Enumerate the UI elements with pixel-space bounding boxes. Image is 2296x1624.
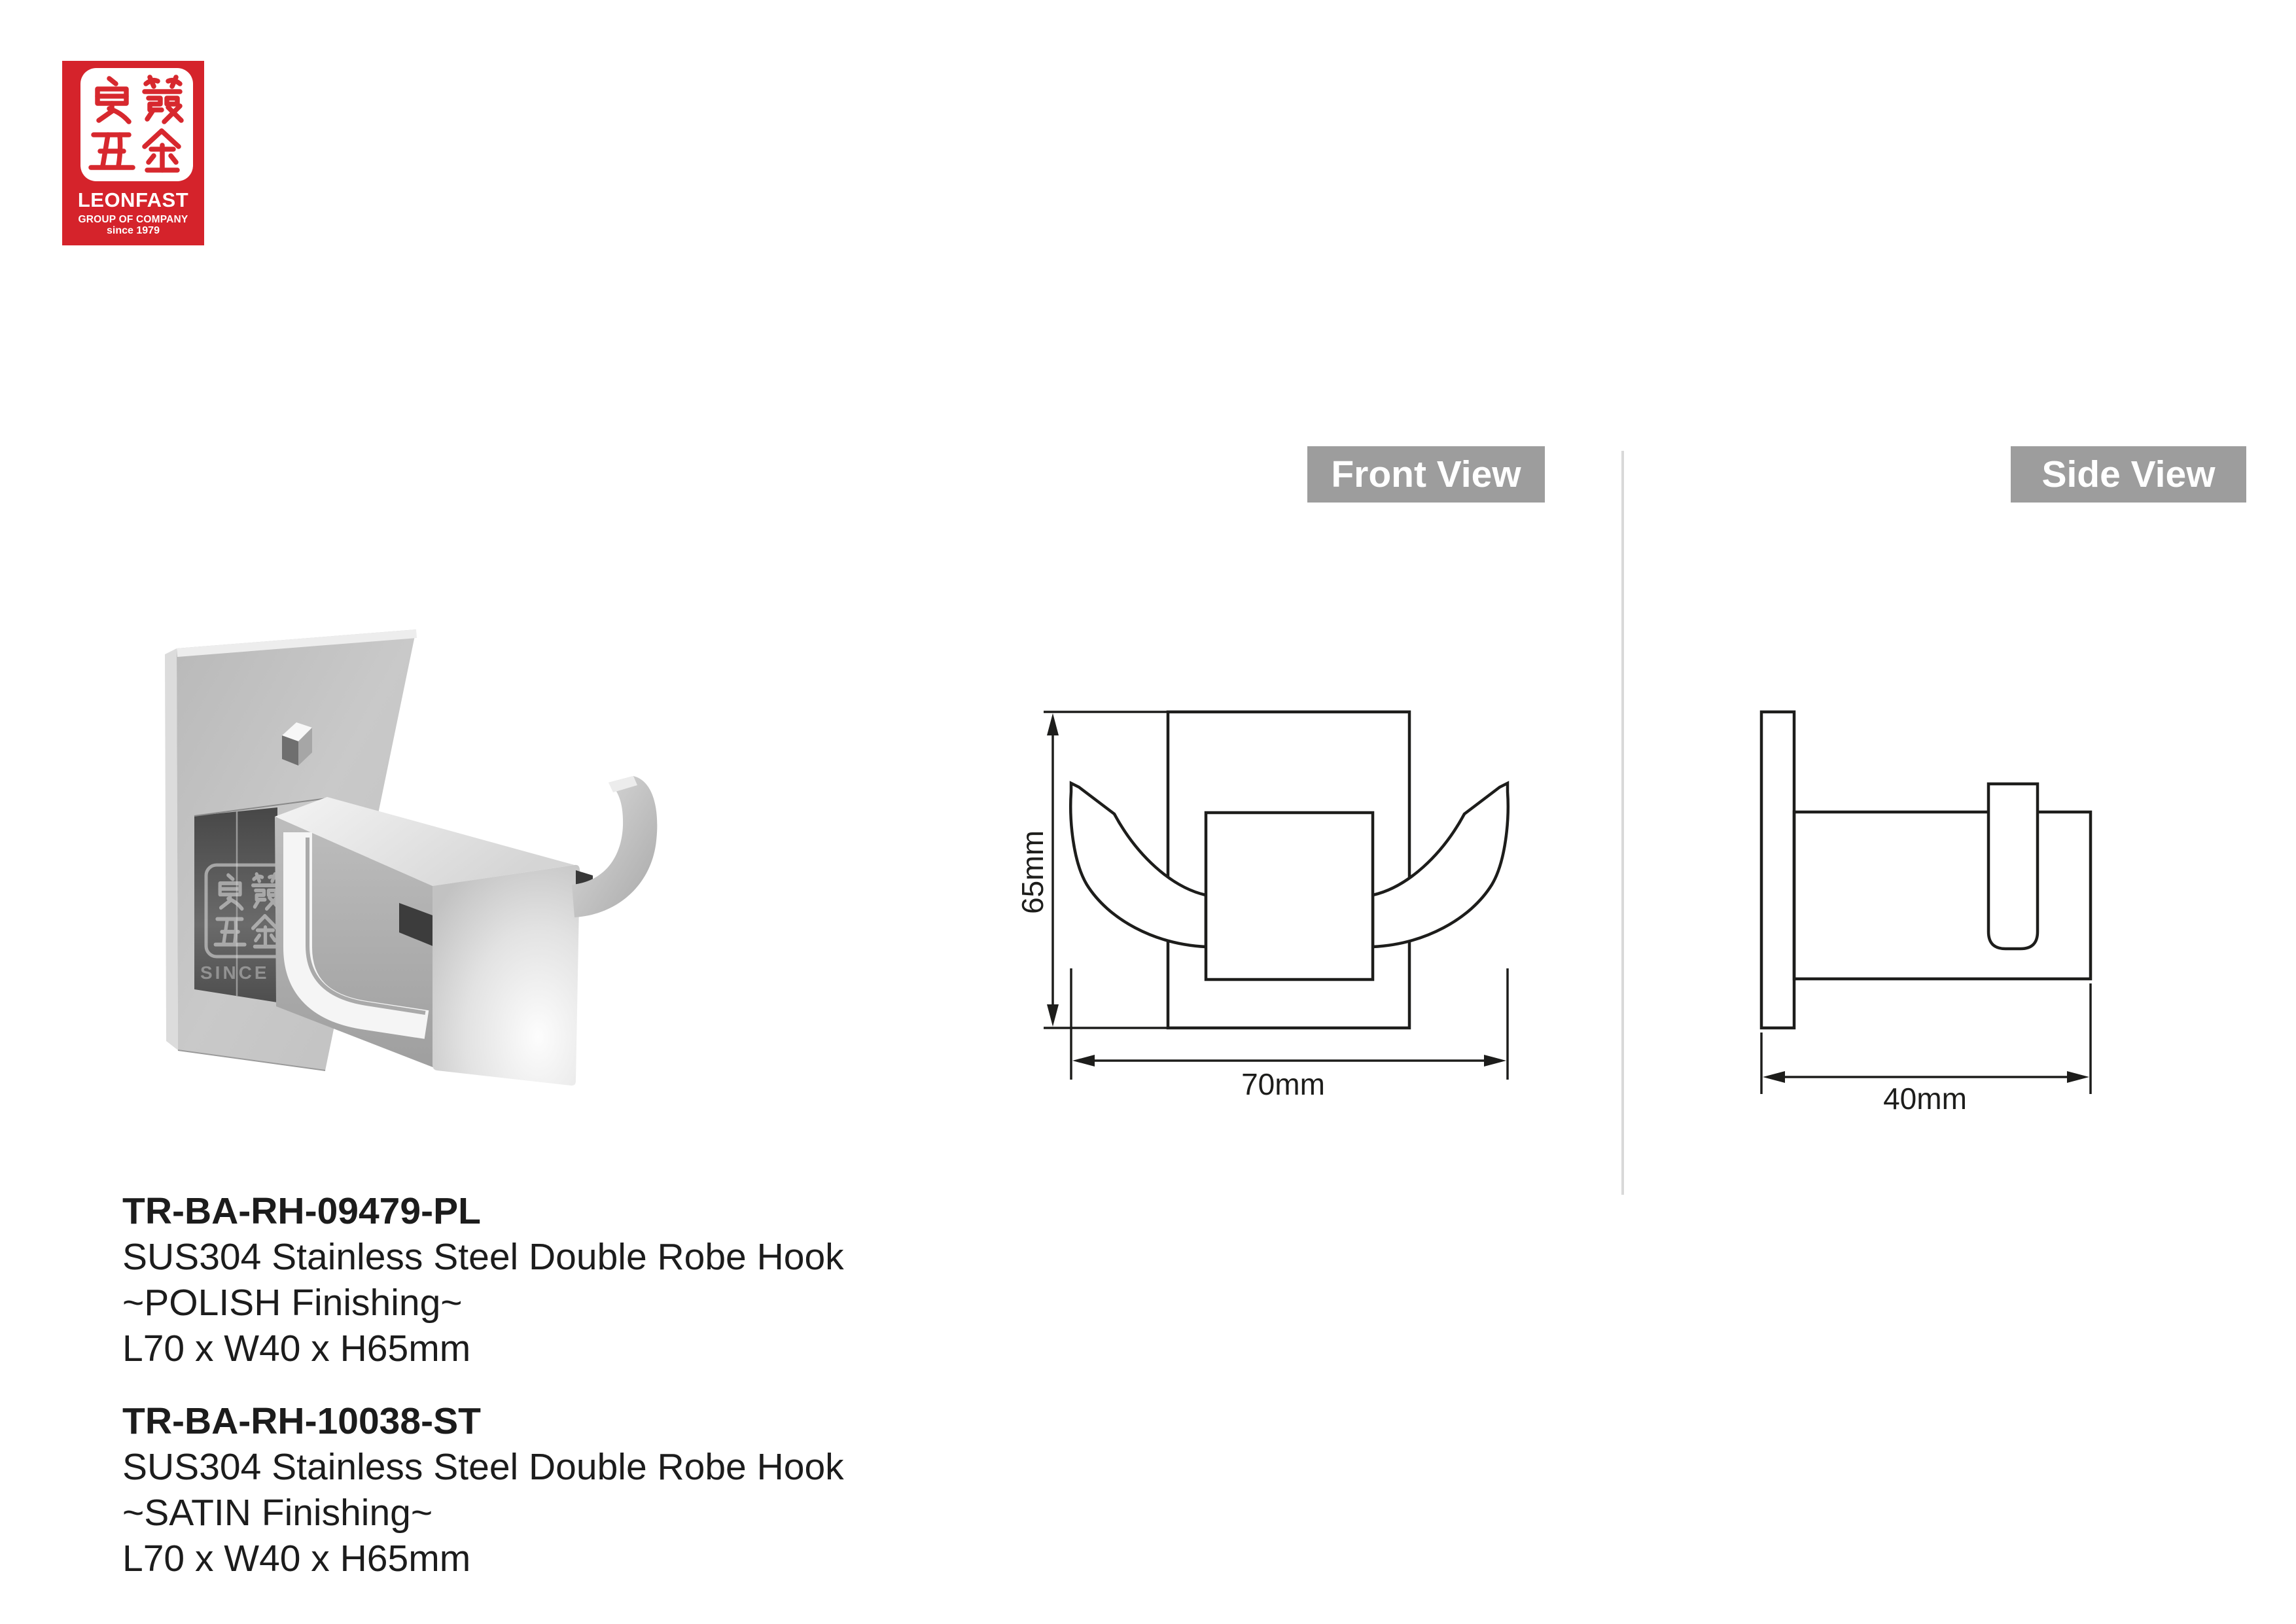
photo-hook-tip: [609, 776, 637, 792]
front-left-hook: [1069, 781, 1208, 949]
photo-arm-end-face: [433, 864, 580, 1086]
front-width-dim-label: 70mm: [1241, 1067, 1325, 1101]
logo-company-name: LEONFAST: [77, 188, 189, 211]
product-finishing: ~POLISH Finishing~: [122, 1282, 463, 1324]
logo-seal-box: [80, 68, 193, 181]
photo-plate-bottom-edge: [177, 1050, 326, 1071]
product-size: L70 x W40 x H65mm: [122, 1538, 471, 1580]
side-depth-dim-label: 40mm: [1883, 1082, 1967, 1116]
photo-hook: [572, 776, 658, 917]
photo-arm-top: [275, 797, 574, 886]
front-height-dimension: 65mm: [1016, 711, 1169, 1029]
photo-band-top-edge: [194, 798, 328, 817]
side-view-label: Side View: [2011, 446, 2246, 503]
photo-peg-front: [282, 735, 298, 766]
photo-u-shadow: [306, 838, 426, 1015]
product-code: TR-BA-RH-09479-PL: [122, 1190, 481, 1232]
product-photo: SINCE 197: [165, 629, 658, 1086]
photo-peg-top: [282, 722, 312, 741]
product-description: SUS304 Stainless Steel Double Robe Hook: [122, 1446, 844, 1488]
front-right-hook: [1371, 781, 1510, 949]
product-list: TR-BA-RH-09479-PL SUS304 Stainless Steel…: [122, 1188, 1038, 1581]
front-center-square: [1204, 811, 1375, 981]
side-depth-dimension: 40mm: [1760, 983, 2092, 1116]
logo-subtitle: GROUP OF COMPANY: [78, 214, 188, 225]
photo-plate-chamfer: [177, 629, 417, 657]
front-height-dim-label: 65mm: [1016, 830, 1050, 914]
side-plate-outline: [1759, 710, 1796, 1030]
logo-since: since 1979: [107, 225, 160, 236]
photo-peg-side: [298, 728, 312, 766]
product-description: SUS304 Stainless Steel Double Robe Hook: [122, 1236, 844, 1278]
section-divider: [1621, 451, 1624, 1195]
photo-u-dark: [399, 903, 434, 947]
product-size: L70 x W40 x H65mm: [122, 1328, 471, 1369]
side-hook-outline: [1987, 782, 2040, 951]
logo-seal-characters: [88, 75, 184, 173]
brand-logo: LEONFAST GROUP OF COMPANY since 1979: [62, 61, 204, 245]
side-view-label-text: Side View: [2041, 453, 2216, 495]
side-view-drawing: 40mm: [1759, 710, 2093, 1116]
front-plate-outline: [1166, 710, 1411, 1030]
product-entry: TR-BA-RH-09479-PL SUS304 Stainless Steel…: [122, 1188, 1038, 1371]
photo-u-cutout: [283, 832, 429, 1039]
product-code: TR-BA-RH-10038-ST: [122, 1400, 481, 1442]
front-view-label: Front View: [1307, 446, 1545, 503]
front-view-drawing: 65mm 70mm: [1016, 710, 1510, 1101]
photo-plate-side: [165, 648, 178, 1050]
front-view-label-text: Front View: [1331, 453, 1521, 495]
front-width-dimension: 70mm: [1070, 968, 1509, 1101]
product-finishing: ~SATIN Finishing~: [122, 1492, 433, 1534]
side-arm-outline: [1792, 810, 2093, 981]
product-entry: TR-BA-RH-10038-ST SUS304 Stainless Steel…: [122, 1398, 1038, 1581]
